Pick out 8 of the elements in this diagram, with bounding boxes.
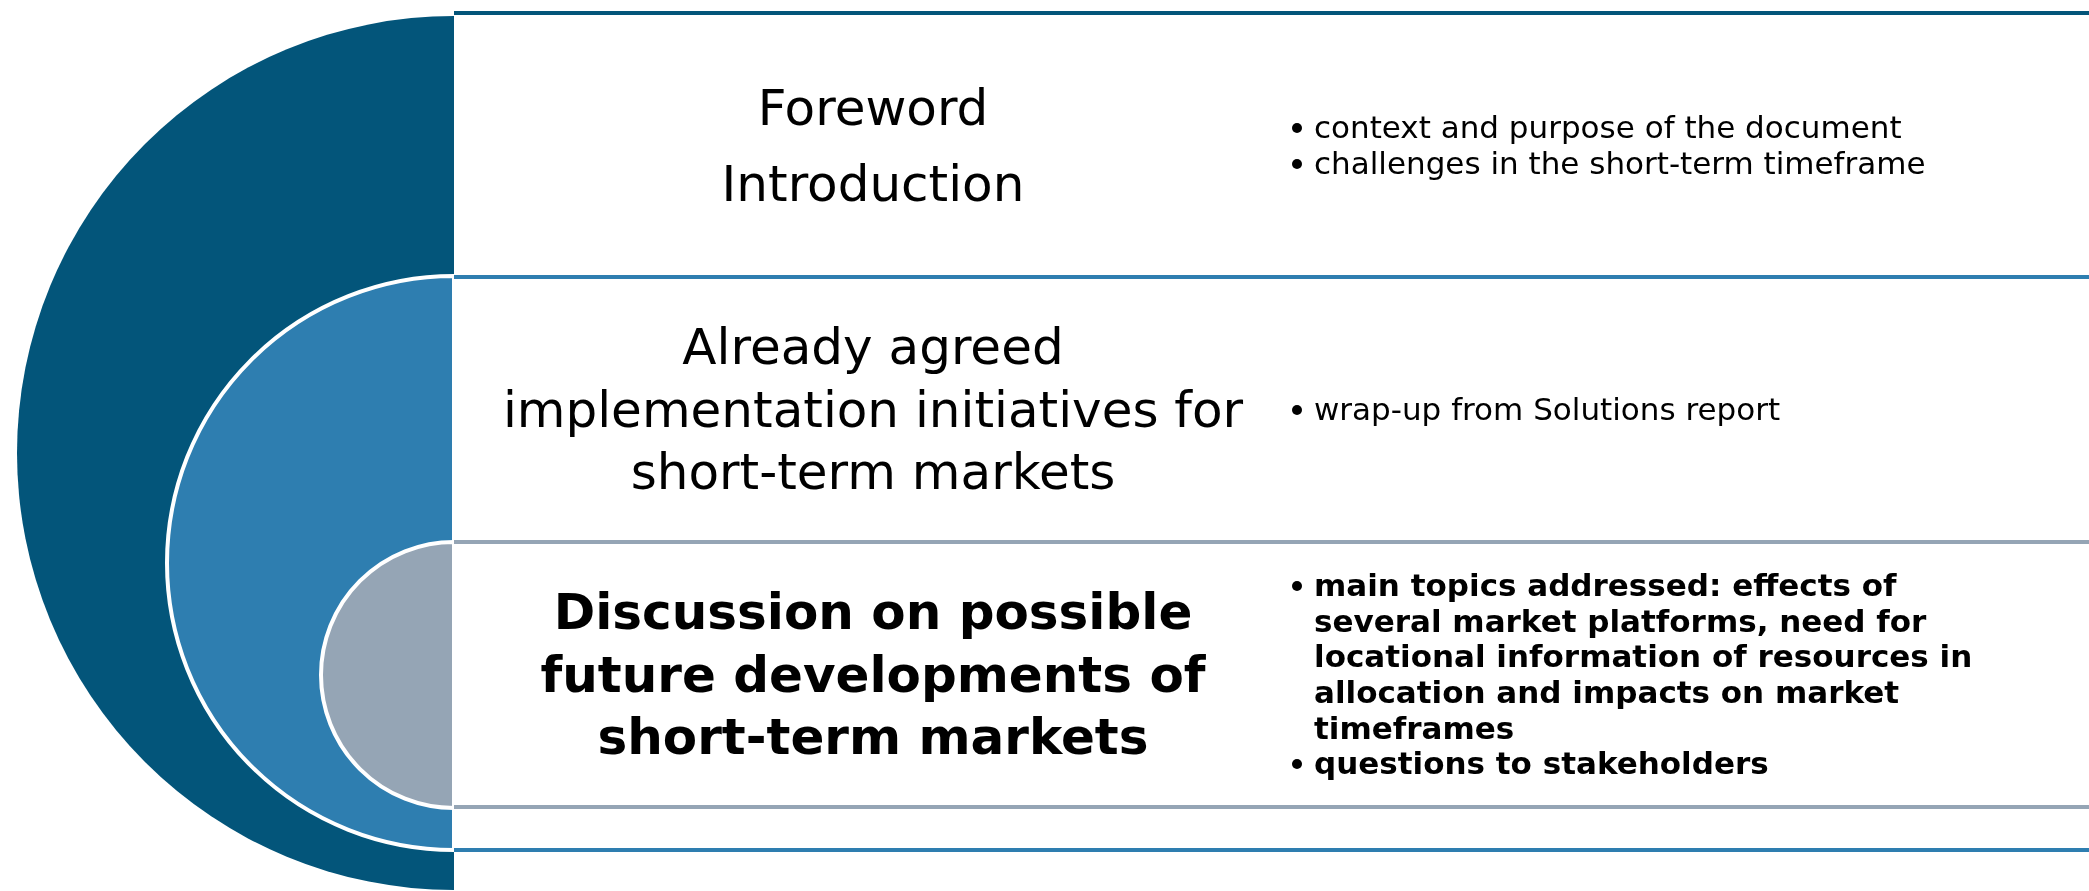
section-heading: Already agreed implementation initiatives for short-term markets: [501, 317, 1245, 504]
bullet-text: questions to stakeholders: [1314, 746, 1769, 782]
section-heading: Discussion on possible future developments of short-term markets: [539, 582, 1207, 769]
section-heading: Foreword: [757, 77, 989, 139]
bullet-text: challenges in the short-term timeframe: [1314, 146, 1926, 182]
section-heading: Introduction: [721, 154, 1025, 215]
bullet-text: wrap-up from Solutions report: [1314, 392, 1781, 428]
bullet-text: context and purpose of the document: [1314, 110, 1902, 146]
